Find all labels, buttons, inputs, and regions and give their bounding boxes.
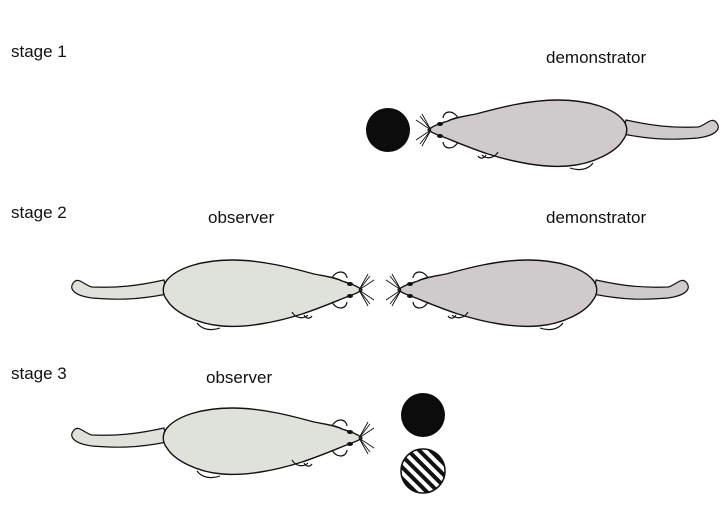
dark-food-disc-icon <box>401 393 445 437</box>
striped-food-disc-icon <box>400 448 446 494</box>
stage-1-demonstrator-label: demonstrator <box>546 48 647 67</box>
dark-food-disc-icon <box>366 108 410 152</box>
stage-3-label: stage 3 <box>11 364 67 383</box>
stage-2-demonstrator-label: demonstrator <box>546 208 647 227</box>
demonstrator-rat-icon <box>385 259 689 331</box>
stage-1-label: stage 1 <box>11 42 67 61</box>
stage-2-label: stage 2 <box>11 203 67 222</box>
demonstrator-rat-icon <box>415 99 719 171</box>
stage-2-observer-label: observer <box>208 208 275 227</box>
stage-3-observer-label: observer <box>206 368 273 387</box>
observer-rat-icon <box>71 259 375 331</box>
observer-rat-icon <box>71 407 375 479</box>
